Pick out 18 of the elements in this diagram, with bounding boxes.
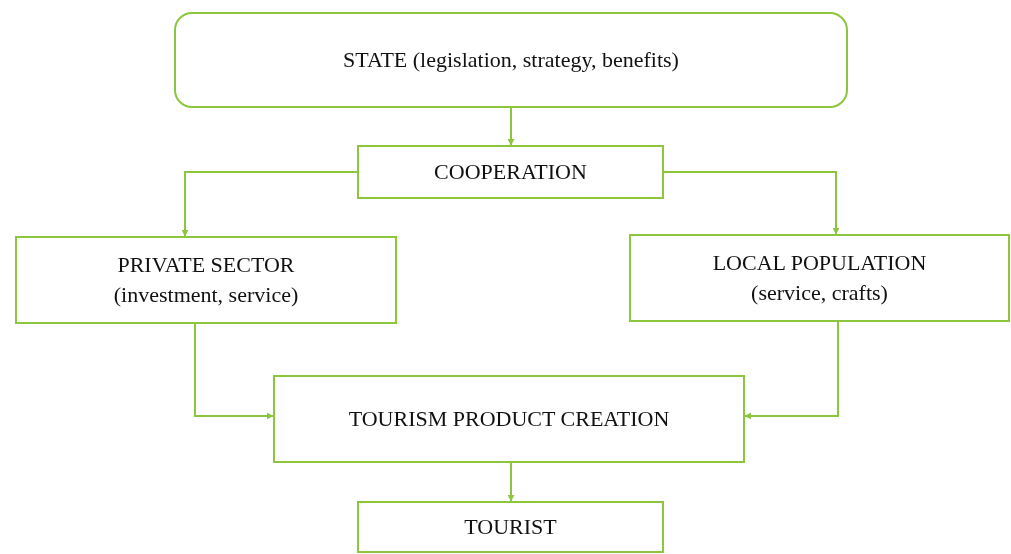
arrow: [507, 462, 515, 502]
arrow: [181, 171, 358, 237]
arrow: [507, 107, 515, 146]
process-box: [273, 375, 745, 463]
box-label: COOPERATION: [434, 158, 587, 187]
arrow: [663, 171, 840, 235]
box-label: TOURISM PRODUCT CREATION: [348, 405, 670, 434]
process-box: [629, 234, 1010, 322]
box-label: STATE (legislation, strategy, benefits): [343, 46, 679, 75]
process-box: [15, 236, 397, 324]
process-box: [357, 501, 664, 553]
rounded-box: [174, 12, 848, 108]
box-label: TOURIST: [464, 513, 557, 542]
box-label: LOCAL POPULATION (service, crafts): [711, 249, 928, 307]
arrow: [744, 321, 839, 420]
box-label: PRIVATE SECTOR (investment, service): [112, 251, 300, 309]
arrow: [194, 323, 274, 420]
process-box: [357, 145, 664, 199]
